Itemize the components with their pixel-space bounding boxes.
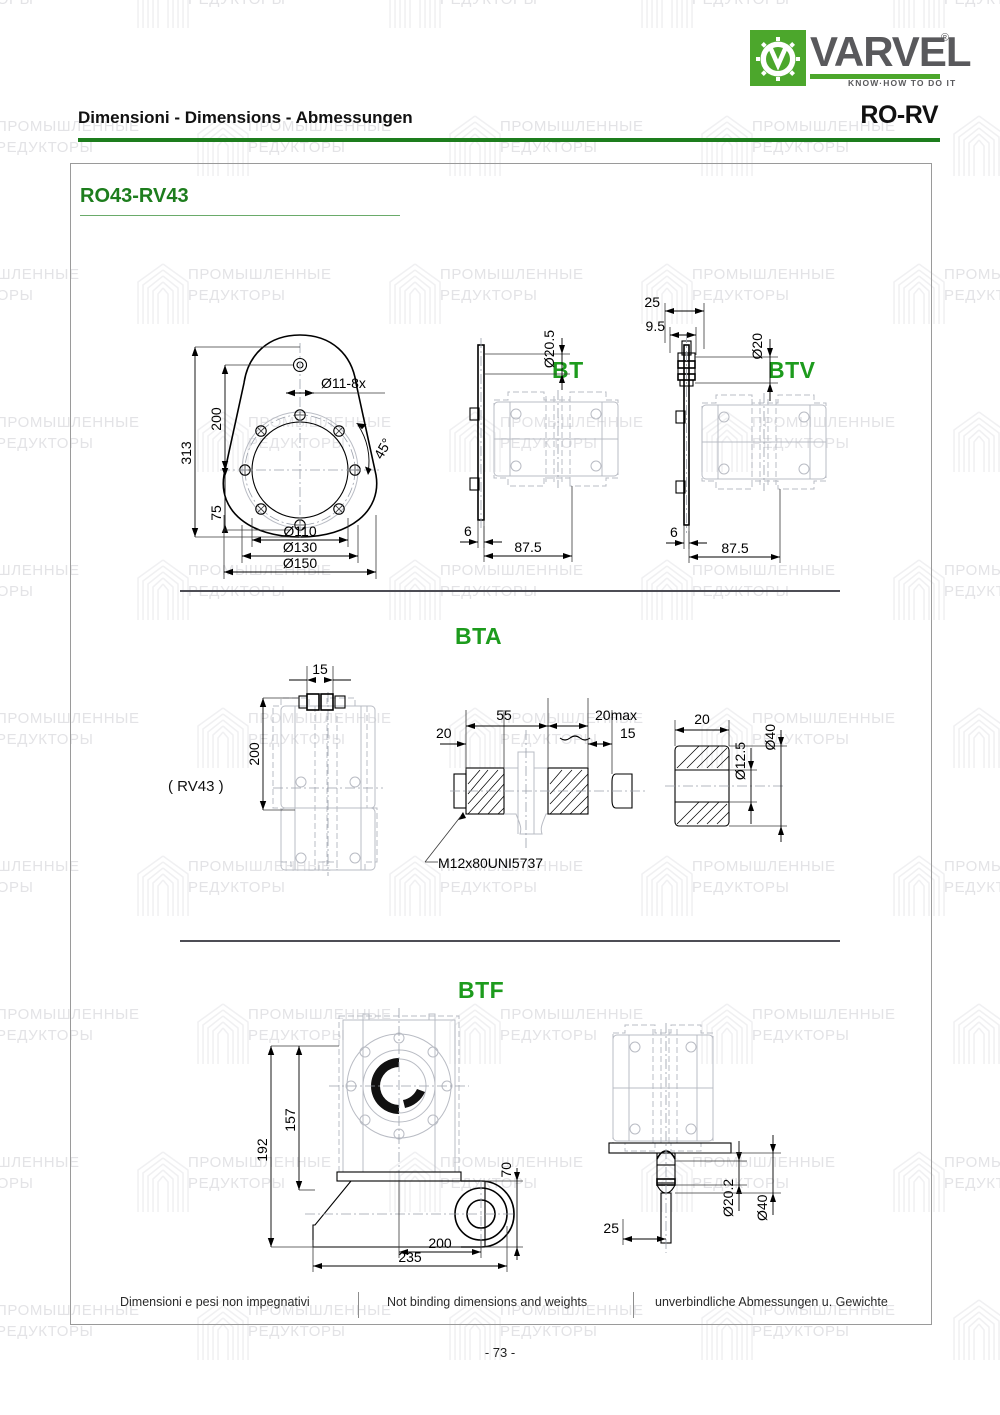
dim-200c: 200 bbox=[428, 1235, 452, 1251]
note-45deg: 45° bbox=[370, 435, 394, 461]
footer-separator-2 bbox=[633, 1292, 634, 1318]
bta-bolt-detail: 20 55 20max 15 M12x80UNI5737 bbox=[424, 670, 700, 900]
dim-d12-5: Ø12.5 bbox=[732, 742, 748, 780]
footer-text-en: Not binding dimensions and weights bbox=[387, 1295, 588, 1309]
header-rule bbox=[78, 138, 940, 142]
footer-text-it: Dimensioni e pesi non impegnativi bbox=[120, 1295, 310, 1309]
dim-d40b: Ø40 bbox=[754, 1194, 770, 1221]
footer-disclaimer: Dimensioni e pesi non impegnativi Not bi… bbox=[70, 1290, 930, 1323]
dim-55: 55 bbox=[496, 707, 512, 723]
logo-tagline: KNOW·HOW TO DO IT bbox=[848, 78, 957, 88]
dim-235: 235 bbox=[398, 1249, 422, 1265]
dim-313: 313 bbox=[178, 441, 194, 465]
model-family-code: RO-RV bbox=[860, 101, 938, 129]
dim-157: 157 bbox=[282, 1108, 298, 1132]
footer-separator-1 bbox=[358, 1292, 359, 1318]
view-label-btv: BTV bbox=[768, 357, 816, 383]
rv43-note: ( RV43 ) bbox=[168, 778, 224, 795]
btv-side-view: 25 9.5 Ø20 6 bbox=[640, 283, 850, 565]
varvel-logo: VARVEL ® KNOW·HOW TO DO IT bbox=[750, 28, 971, 88]
logo-green-bar bbox=[810, 74, 940, 79]
btf-side-view: Ø20.2 Ø40 25 bbox=[595, 1003, 835, 1258]
dim-200: 200 bbox=[208, 407, 224, 431]
section-title: RO43-RV43 bbox=[80, 185, 189, 207]
dim-d20-5: Ø20.5 bbox=[541, 330, 557, 368]
dim-d130: Ø130 bbox=[283, 539, 317, 555]
section-underline bbox=[80, 215, 400, 216]
dim-d150: Ø150 bbox=[283, 555, 317, 571]
dim-70: 70 bbox=[498, 1162, 514, 1178]
dim-15b: 15 bbox=[620, 725, 636, 741]
dim-20: 20 bbox=[436, 725, 452, 741]
logo-wordmark: VARVEL bbox=[810, 28, 971, 75]
dim-6b: 6 bbox=[670, 524, 678, 540]
dim-15: 15 bbox=[312, 661, 328, 677]
dim-25: 25 bbox=[644, 294, 660, 310]
view-label-bta: BTA bbox=[455, 623, 503, 649]
flange-front-view: 313 200 75 Ø110 bbox=[178, 325, 440, 579]
logo-registered-mark: ® bbox=[940, 32, 949, 44]
dim-87-5b: 87.5 bbox=[721, 540, 748, 556]
dim-d20-2: Ø20.2 bbox=[720, 1179, 736, 1217]
page-number: - 73 - bbox=[484, 1345, 516, 1360]
dim-192: 192 bbox=[254, 1138, 270, 1162]
footer-text-de: unverbindliche Abmessungen u. Gewichte bbox=[655, 1295, 888, 1309]
page-header: VARVEL ® KNOW·HOW TO DO IT Dimensioni - … bbox=[0, 0, 1000, 152]
content-frame bbox=[70, 163, 932, 1325]
dim-20max: 20max bbox=[595, 707, 637, 723]
dim-25b: 25 bbox=[603, 1220, 619, 1236]
bt-side-view: Ø20.5 6 87.5 bbox=[450, 290, 640, 565]
dim-d110: Ø110 bbox=[283, 523, 316, 539]
callout-bolt-spec: M12x80UNI5737 bbox=[438, 855, 543, 871]
dim-87-5: 87.5 bbox=[514, 539, 541, 555]
bta-bushing-detail: 20 Ø12.5 Ø40 bbox=[655, 690, 845, 880]
logo-gear-icon bbox=[750, 30, 806, 86]
view-label-btf: BTF bbox=[458, 977, 505, 1003]
dim-20b: 20 bbox=[694, 711, 710, 727]
dim-d20: Ø20 bbox=[749, 333, 765, 360]
dim-d40: Ø40 bbox=[762, 724, 778, 751]
dim-200b: 200 bbox=[246, 742, 262, 766]
dim-75: 75 bbox=[208, 505, 224, 521]
note-d11-8x: Ø11-8x bbox=[321, 375, 366, 391]
view-label-bt: BT bbox=[552, 357, 584, 383]
dim-9-5: 9.5 bbox=[646, 318, 666, 334]
page-title: Dimensioni - Dimensions - Abmessungen bbox=[78, 108, 413, 127]
btf-front-view: 192 157 70 200 bbox=[254, 1000, 545, 1272]
dim-6: 6 bbox=[464, 523, 472, 539]
section-divider-1 bbox=[180, 590, 840, 592]
section-divider-2 bbox=[180, 940, 840, 942]
bta-left-view: 15 bbox=[246, 660, 445, 905]
